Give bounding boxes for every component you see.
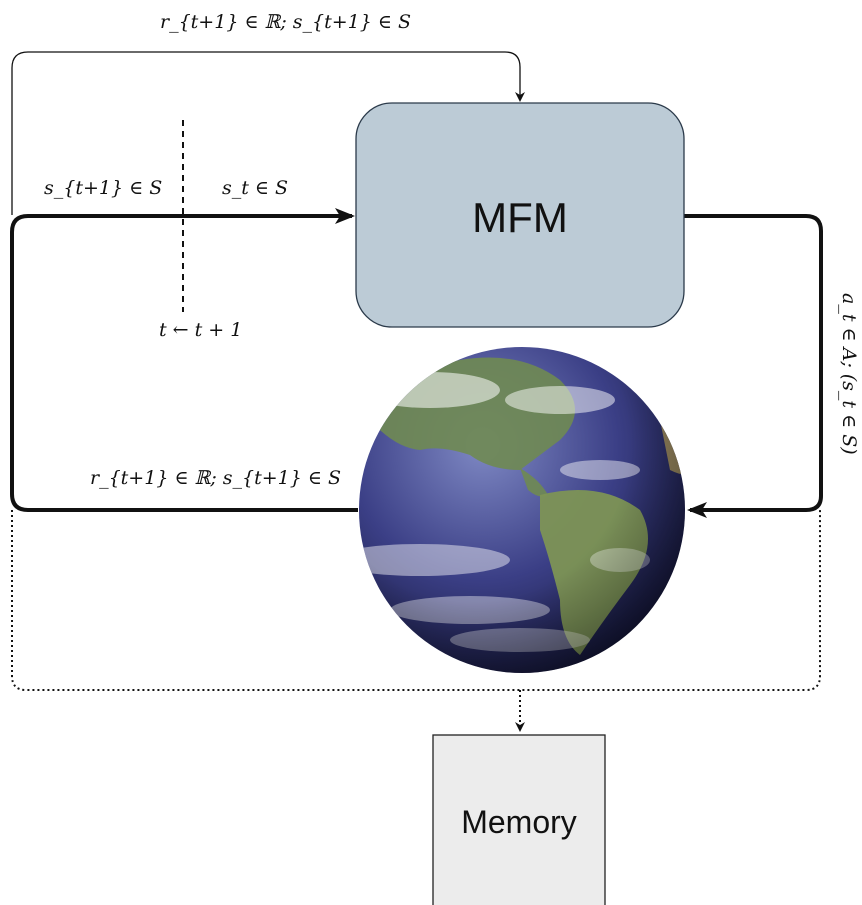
next-state-label: s_{t+1} ∈ S xyxy=(44,177,162,199)
mfm-node: MFM xyxy=(355,102,685,328)
mfm-box xyxy=(355,102,685,328)
action-label: a_t ∈ A; (s_t ∈ S) xyxy=(838,293,860,455)
time-step-label: t ← t + 1 xyxy=(159,319,242,341)
state-input-arrow xyxy=(10,208,358,512)
earth-globe-icon xyxy=(359,347,685,673)
mfm-label: MFM xyxy=(472,194,568,241)
memory-node: Memory xyxy=(432,734,606,905)
current-state-label: s_t ∈ S xyxy=(222,177,288,199)
memory-box xyxy=(432,734,606,905)
bottom-feedback-label: r_{t+1} ∈ ℝ; s_{t+1} ∈ S xyxy=(90,467,341,489)
action-arrow xyxy=(684,214,823,518)
top-feedback-label: r_{t+1} ∈ ℝ; s_{t+1} ∈ S xyxy=(160,11,411,33)
memory-label: Memory xyxy=(461,804,577,840)
memory-dotted-path xyxy=(11,510,821,691)
top-feedback-arrow xyxy=(11,51,525,215)
